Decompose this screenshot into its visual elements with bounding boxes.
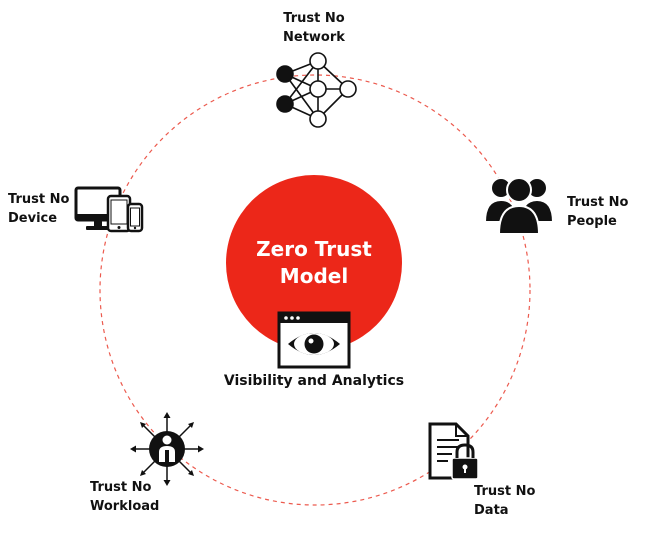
locked-document-icon bbox=[428, 422, 479, 480]
person-arrows-icon bbox=[130, 412, 204, 486]
node-label-workload-line1: Trust No bbox=[90, 480, 152, 495]
node-label-network-line2: Network bbox=[283, 30, 345, 45]
visibility-analytics-label: Visibility and Analytics bbox=[223, 373, 405, 389]
node-label-workload: Trust No Workload bbox=[90, 478, 159, 516]
node-label-device: Trust No Device bbox=[8, 190, 69, 228]
eye-window-icon bbox=[277, 311, 351, 369]
neural-network-icon bbox=[276, 52, 357, 128]
center-title: Zero Trust Model bbox=[226, 236, 402, 290]
node-label-network: Trust No Network bbox=[283, 9, 345, 47]
node-label-people-line2: People bbox=[567, 214, 617, 229]
node-label-data: Trust No Data bbox=[474, 482, 535, 520]
center-title-line2: Model bbox=[279, 264, 349, 288]
center-title-line1: Zero Trust bbox=[256, 237, 372, 261]
node-label-data-line2: Data bbox=[474, 503, 509, 518]
center-circle bbox=[226, 175, 402, 351]
node-label-data-line1: Trust No bbox=[474, 484, 536, 499]
devices-icon bbox=[74, 186, 144, 233]
node-label-network-line1: Trust No bbox=[283, 11, 345, 26]
node-label-people: Trust No People bbox=[567, 193, 628, 231]
node-label-workload-line2: Workload bbox=[90, 499, 160, 514]
node-label-device-line2: Device bbox=[8, 211, 58, 226]
dashed-ring bbox=[99, 74, 531, 506]
node-label-device-line1: Trust No bbox=[8, 192, 70, 207]
people-group-icon bbox=[483, 177, 555, 235]
node-label-people-line1: Trust No bbox=[567, 195, 629, 210]
